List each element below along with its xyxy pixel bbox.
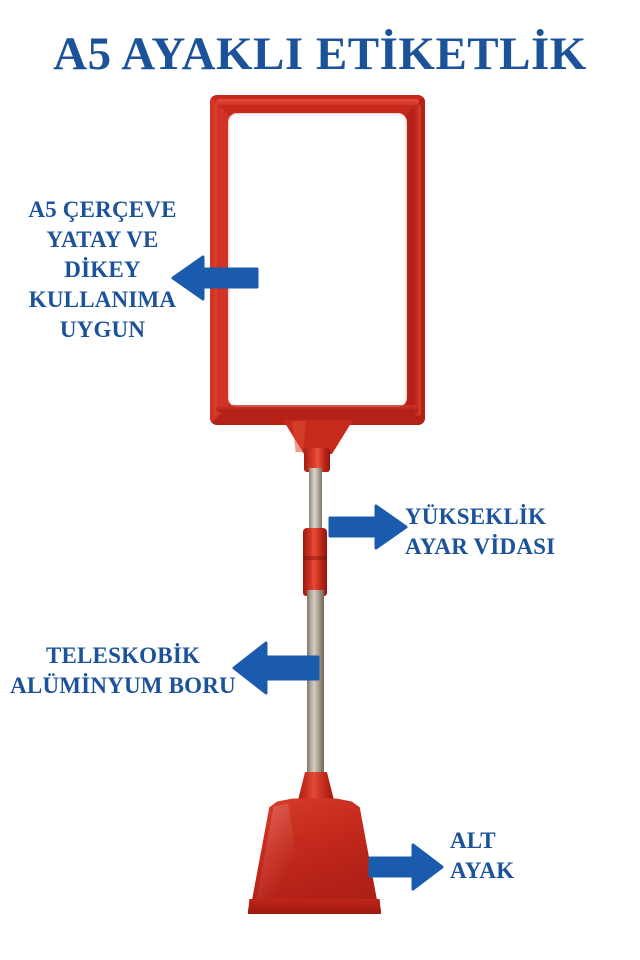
frame-highlight-bottom [216,405,419,412]
upper-telescopic-tube [309,468,322,538]
arrow-right-icon-screw [328,503,408,551]
frame-highlight-left [214,104,220,416]
page-title: A5 AYAKLI ETİKETLİK [53,28,587,80]
annotation-screw-line-2: AYAR VİDASI [405,533,556,559]
annotation-frame-line-5: UYGUN [59,316,146,342]
annotation-screw-line-1: YÜKSEKLİK [405,504,547,529]
annotation-pole-line-2: ALÜMİNYUM BORU [10,672,236,698]
a5-frame-window [228,113,407,407]
arrow-left-icon-frame [171,255,259,301]
annotation-foot-line-1: ALT [450,828,496,853]
annotation-label-pole: TELESKOBİK ALÜMİNYUM BORU [0,641,248,701]
frame-highlight-top [216,99,419,105]
arrow-left-icon-pole [232,639,320,697]
base-foot [248,798,381,914]
frame-connector-highlight [292,421,306,452]
annotation-label-screw: YÜKSEKLİK AYAR VİDASI [405,502,635,562]
frame-highlight-right [414,104,421,416]
annotation-frame-line-3: DİKEY [64,256,141,282]
annotation-frame-line-1: A5 ÇERÇEVE [28,197,177,222]
arrow-right-icon-foot [368,842,444,892]
annotation-foot-line-2: AYAK [450,857,515,883]
base-foot-lip [248,899,381,914]
height-adjust-screw [303,528,327,596]
annotation-pole-line-1: TELESKOBİK [45,643,201,668]
annotation-frame-line-4: KULLANIMA [28,286,177,312]
annotation-frame-line-2: YATAY VE [46,226,159,252]
lower-telescopic-tube [307,590,324,780]
annotation-label-frame: A5 ÇERÇEVE YATAY VE DİKEY KULLANIMA UYGU… [0,195,205,344]
annotation-label-foot: ALT AYAK [450,826,630,886]
height-adjust-screw-band [303,556,327,560]
